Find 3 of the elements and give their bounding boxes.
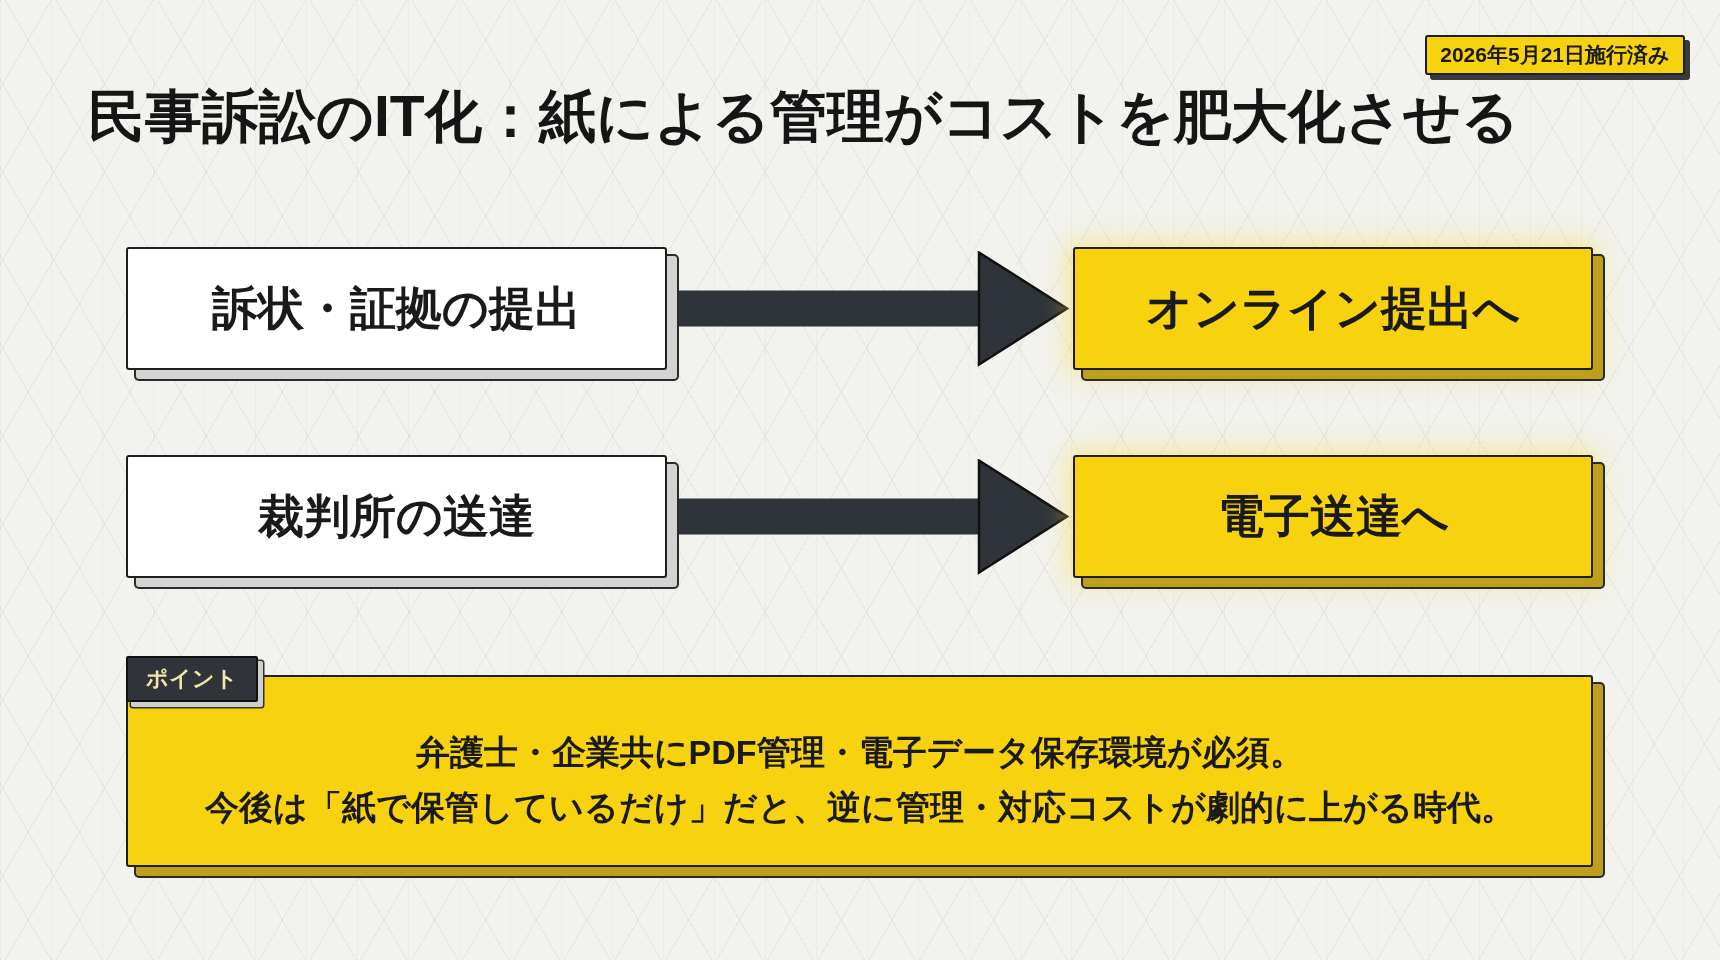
note-text: 弁護士・企業共にPDF管理・電子データ保存環境が必須。 xyxy=(415,732,1304,773)
note-text: 今後は「紙で保管しているだけ」だと、逆に管理・対応コストが劇的に上がる時代。 xyxy=(204,787,1515,828)
title: 民事訴訟のIT化：紙による管理がコストを肥大化させる xyxy=(88,83,1519,150)
